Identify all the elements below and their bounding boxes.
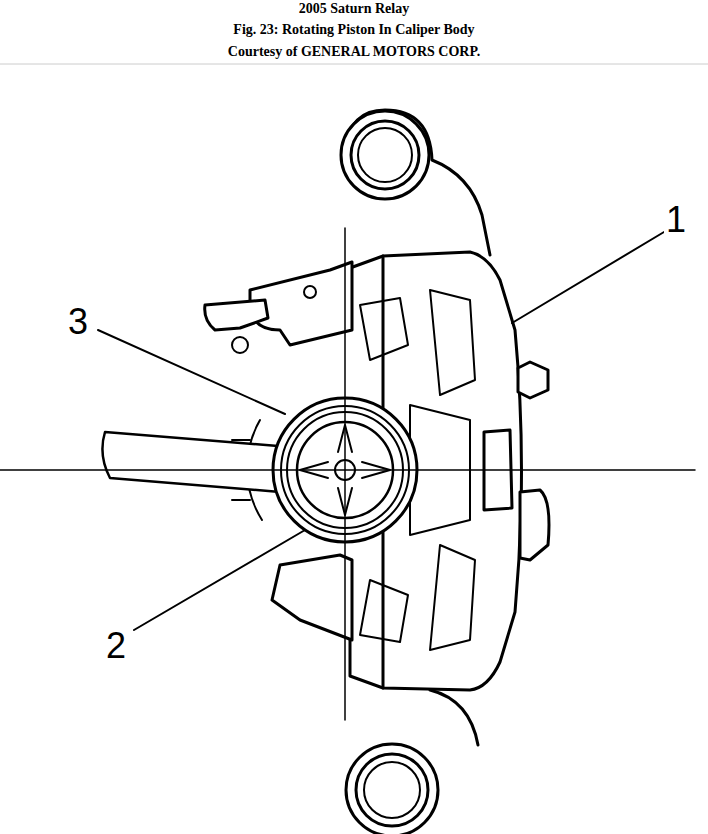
callout-number: 1: [664, 200, 688, 240]
callout-number: 2: [104, 626, 128, 666]
callout-number: 3: [66, 302, 90, 342]
header-title: 2005 Saturn Relay: [0, 0, 708, 18]
figure-caption: Fig. 23: Rotating Piston In Caliper Body: [0, 21, 708, 39]
credit-line: Courtesy of GENERAL MOTORS CORP.: [0, 43, 708, 61]
